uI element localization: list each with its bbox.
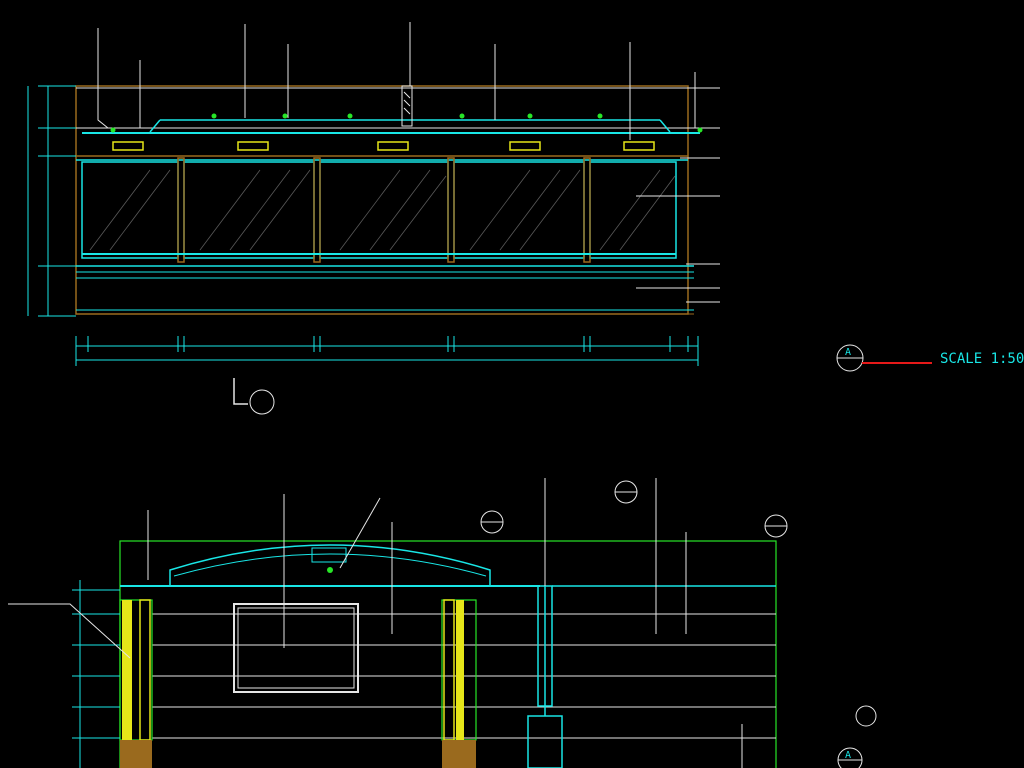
right-pillar xyxy=(441,599,477,768)
horizontal-dimension xyxy=(75,336,699,366)
left-leader xyxy=(8,603,131,659)
downlight xyxy=(377,141,409,151)
arched-header-inner xyxy=(173,553,487,577)
vertical-dimension xyxy=(27,85,76,317)
elevation-marker-label-lower: A xyxy=(845,750,851,761)
pendant-fitting-detail xyxy=(403,91,411,115)
glass-hatch xyxy=(89,169,676,251)
annotation-leaders-top xyxy=(97,22,696,140)
downlight xyxy=(237,141,269,151)
downlight xyxy=(509,141,541,151)
pendant-fitting xyxy=(401,85,413,127)
downlight-row xyxy=(112,141,655,151)
header-boss xyxy=(311,547,347,563)
glass-panel xyxy=(453,161,585,259)
upper-elevation: A SCALE 1:50 xyxy=(27,22,1024,415)
glass-panel xyxy=(81,161,179,259)
mullion xyxy=(447,157,455,263)
display-frame-inner xyxy=(237,607,355,689)
left-pillar xyxy=(119,599,153,768)
glass-panels xyxy=(81,157,677,263)
lower-elevation: A xyxy=(8,478,877,768)
elevation-marker-label: A xyxy=(845,347,851,358)
elevation-scale-label: SCALE 1:50 xyxy=(940,351,1024,367)
ceiling-soffit xyxy=(149,119,161,133)
ceiling-soffit xyxy=(659,119,671,133)
mullion xyxy=(313,157,321,263)
header-light xyxy=(327,567,333,573)
drain-pipe xyxy=(527,585,563,768)
reference-bubbles xyxy=(480,480,877,768)
mullion xyxy=(583,157,591,263)
lower-vertical-dimension xyxy=(72,580,120,768)
glass-panel xyxy=(589,161,677,259)
glass-panel xyxy=(183,161,315,259)
ceiling-markers xyxy=(110,113,703,133)
section-marker xyxy=(233,378,275,415)
downlight xyxy=(112,141,144,151)
elevation-title-upper: A SCALE 1:50 xyxy=(836,344,1024,372)
annotation-leaders-lower xyxy=(147,478,743,768)
mullion xyxy=(177,157,185,263)
glass-panel xyxy=(319,161,449,259)
display-frame xyxy=(233,603,359,693)
downlight xyxy=(623,141,655,151)
annotation-leaders-right xyxy=(636,157,720,303)
arched-header xyxy=(169,544,491,587)
